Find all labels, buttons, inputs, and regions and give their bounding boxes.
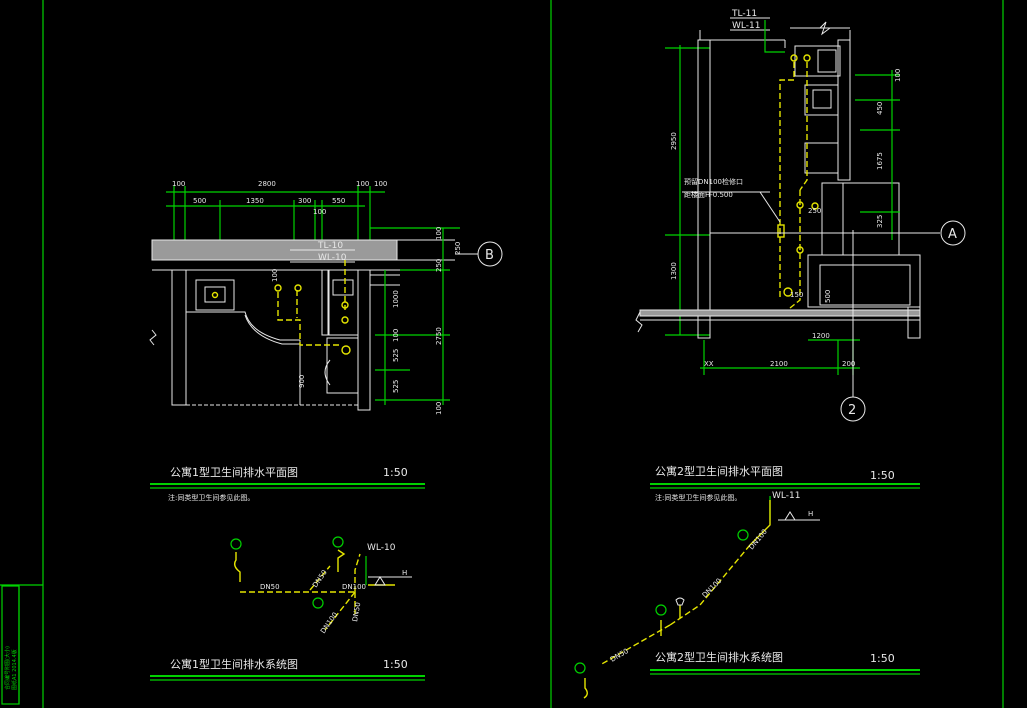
p2-annot-2: 距楼面H-0.500: [684, 190, 733, 199]
p1-axis-b: B: [485, 248, 494, 263]
p2-dim-b-a: 2100: [770, 360, 788, 368]
p2-dim-b-b: 200: [842, 360, 855, 368]
plan2-scale: 1:50: [870, 469, 895, 482]
sys2-size-a: DN100: [747, 528, 769, 552]
system1-scale: 1:50: [383, 658, 408, 671]
sys1-size-e: DN50: [351, 602, 362, 623]
p1-dim-2-c: 300: [298, 197, 311, 205]
p1-dim-top-c: 100: [356, 180, 369, 188]
p1-dim-top-b: 2800: [258, 180, 276, 188]
plan1-title-block: 公寓1型卫生间排水平面图 1:50 注:同类型卫生间参见此图。: [150, 465, 425, 502]
p1-dim-r-c: 1000: [392, 290, 400, 308]
p1-dim-misc-a: 100: [271, 269, 279, 282]
p2-annot-1: 预留DN100检修口: [684, 177, 743, 186]
sys1-pipe-label: WL-10: [367, 543, 396, 553]
p2-dim-r-c: 1675: [876, 152, 884, 170]
sys2-level: H: [808, 510, 813, 518]
drawing-frame: 合同编号附图(大小) 图纸A1 2014.4版: [0, 0, 1004, 708]
p1-pipe-tl: TL-10: [317, 241, 343, 251]
p1-dim-r-f: 525: [392, 380, 400, 393]
p2-dim-r-e: 250: [808, 207, 821, 215]
system1-drawing: WL-10 H DN50 DN50 DN100 DN100 DN50: [230, 536, 412, 635]
sys2-size-b: DN100: [701, 577, 724, 600]
p2-dim-l-a: 2950: [670, 132, 678, 150]
p2-dim-misc-b: 500: [824, 290, 832, 303]
plan1-drawing: 100 2800 100 100 500 1350 300 100 550: [149, 180, 503, 415]
p2-dim-r-b: 450: [876, 102, 884, 115]
system2-drawing: WL-11 H DN100 DN100 DN50: [574, 491, 820, 699]
plan2-drawing: 2950 1300 TL-11: [635, 9, 966, 422]
sys1-size-a: DN50: [260, 583, 280, 591]
plan2-note: 注:同类型卫生间参见此图。: [655, 493, 741, 502]
p1-dim-2-e: 550: [332, 197, 345, 205]
p1-dim-r-a: 250: [454, 242, 462, 255]
p1-dim-2-a: 500: [193, 197, 206, 205]
p1-dim-r-h: 2750: [435, 327, 443, 345]
plan1-scale: 1:50: [383, 466, 408, 479]
p1-dim-r-g: 100: [435, 402, 443, 415]
p1-dim-top-a: 100: [172, 180, 185, 188]
p1-dim-2-d: 100: [313, 208, 326, 216]
plan2-title-block: 公寓2型卫生间排水平面图 1:50 注:同类型卫生间参见此图。: [650, 464, 920, 502]
p2-axis-a: A: [948, 227, 957, 242]
system2-title: 公寓2型卫生间排水系统图: [655, 650, 783, 664]
plan1-note: 注:同类型卫生间参见此图。: [168, 493, 254, 502]
plan2-title: 公寓2型卫生间排水平面图: [655, 464, 783, 478]
p1-dim-2-b: 1350: [246, 197, 264, 205]
p1-dim-r-d: 100: [392, 329, 400, 342]
p2-dim-r-d: 325: [876, 215, 884, 228]
p2-dim-l-b: 1300: [670, 262, 678, 280]
p1-dim-r-i: 100: [435, 227, 443, 240]
stamp-line-1: 合同编号附图(大小): [4, 646, 11, 690]
sys1-size-d: DN100: [319, 611, 339, 635]
system2-scale: 1:50: [870, 652, 895, 665]
system1-title-block: 公寓1型卫生间排水系统图 1:50: [150, 657, 425, 681]
p1-dim-r-e: 525: [392, 349, 400, 362]
sys2-pipe-label: WL-11: [772, 491, 800, 501]
p1-dim-misc-b: 900: [298, 375, 306, 388]
plan1-title: 公寓1型卫生间排水平面图: [170, 465, 298, 479]
p2-dim-r-a: 100: [894, 69, 902, 82]
p2-pipe-wl: WL-11: [732, 21, 760, 31]
system2-title-block: 公寓2型卫生间排水系统图 1:50: [650, 650, 920, 675]
p1-dim-r-b: 250: [435, 259, 443, 272]
sys1-size-c: DN100: [342, 583, 366, 591]
p2-dim-b-c: 1200: [812, 332, 830, 340]
p1-pipe-wl: WL-10: [318, 253, 347, 263]
p1-dim-top-d: 100: [374, 180, 387, 188]
sys1-size-b: DN50: [311, 569, 329, 590]
p2-x-mark: XX: [704, 360, 714, 368]
p2-pipe-tl: TL-11: [731, 9, 757, 19]
system1-title: 公寓1型卫生间排水系统图: [170, 657, 298, 671]
p2-dim-misc-a: 150: [790, 291, 803, 299]
sys1-level: H: [402, 569, 407, 577]
p2-axis-2: 2: [848, 403, 856, 418]
stamp-line-2: 图纸A1 2014.4版: [11, 649, 18, 690]
sys2-size-c: DN50: [609, 647, 630, 664]
